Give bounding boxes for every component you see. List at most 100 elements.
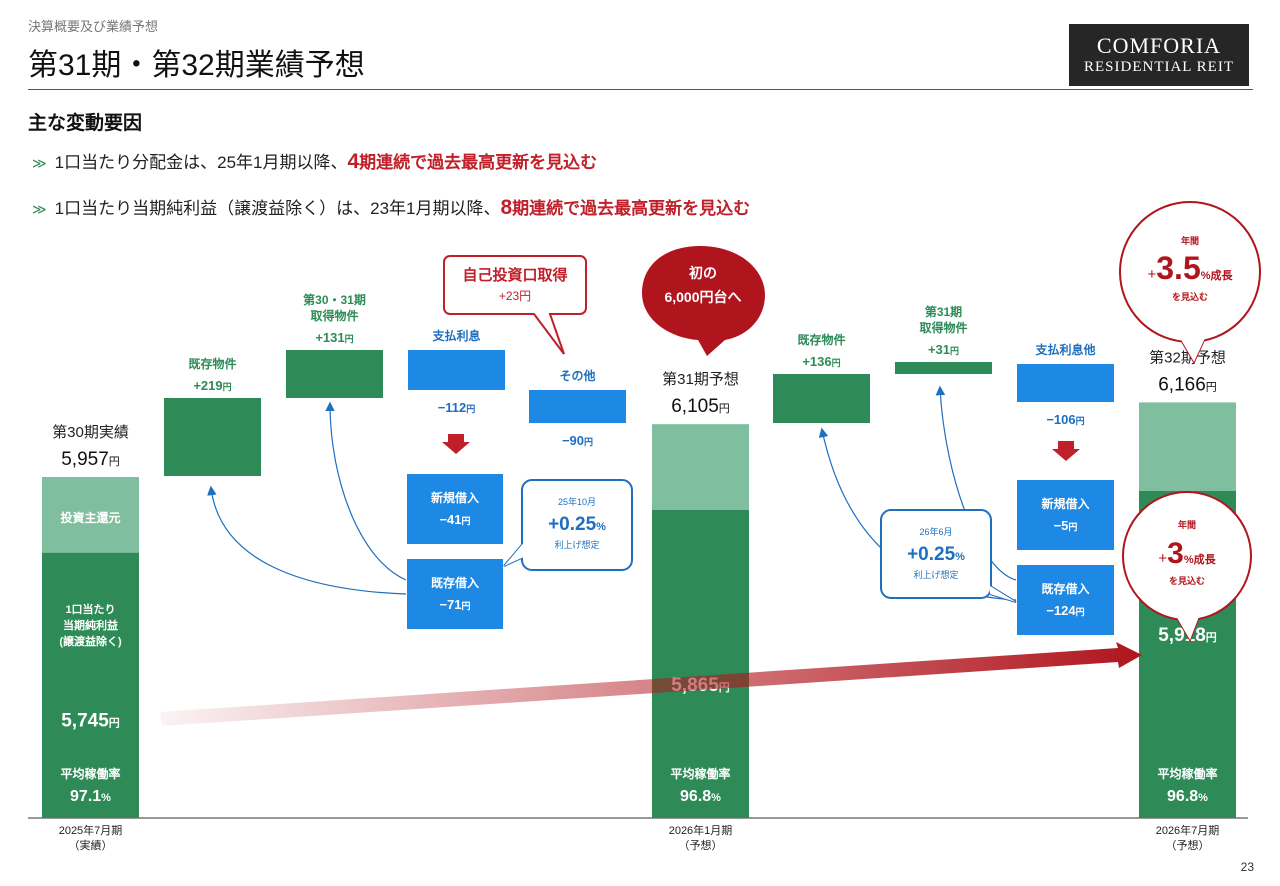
buyback-callout-title: 自己投資口取得 — [462, 266, 567, 284]
bar-eps-p30 — [42, 552, 139, 818]
page-title: 第31期・第32期業績予想 — [28, 49, 365, 82]
step32-bar-0 — [773, 374, 870, 423]
step32-label-1: 取得物件 — [919, 320, 967, 335]
title-divider — [28, 89, 1253, 90]
occupancy-value-p30: 97.1% — [70, 788, 111, 805]
down-arrow-icon — [442, 434, 470, 454]
step31-label-3: その他 — [559, 368, 595, 383]
step32-breakdown-value-1-unit: 円 — [1076, 607, 1085, 617]
step31-value-2-number: −112 — [438, 400, 467, 415]
step31-value-0: +219円 — [193, 378, 231, 393]
step32-breakdown-value-0: −5円 — [1054, 518, 1078, 533]
step32-value-0-unit: 円 — [832, 358, 841, 368]
rate-hike-callout-1-note: 利上げ想定 — [554, 539, 599, 550]
step31-breakdown-bar-0 — [407, 474, 503, 544]
step31-bar-2 — [408, 350, 505, 390]
step31-value-1-number: +131 — [315, 330, 344, 345]
step32-value-1-number: +31 — [928, 342, 950, 357]
step31-breakdown-value-0: −41円 — [439, 512, 470, 527]
occupancy-value-p32: 96.8% — [1167, 788, 1208, 805]
rate-hike-callout-2-value-number: +0.25 — [907, 544, 956, 565]
company-logo: COMFORIA RESIDENTIAL REIT — [1069, 24, 1249, 86]
rate-hike-callout-2-value: +0.25% — [907, 544, 965, 565]
annual-growth-callout-value-number: 3.5 — [1156, 250, 1200, 286]
step31-breakdown-bar-1 — [407, 559, 503, 629]
period-total-p32: 6,166円 — [1158, 374, 1217, 395]
rate-hike-callout-2 — [880, 509, 992, 599]
period-total-p30-unit: 円 — [109, 456, 120, 468]
period-total-p32-unit: 円 — [1206, 381, 1217, 393]
logo-subtitle: RESIDENTIAL REIT — [1083, 59, 1234, 75]
eps-label-p30: 当期純利益 — [63, 618, 118, 632]
x-tick-label-p30: 2025年7月期 — [59, 823, 123, 837]
first-6000-line2: 6,000円台へ — [664, 289, 741, 305]
summary-heading: 主な変動要因 — [28, 113, 143, 134]
x-tick-label-p32: 2026年7月期 — [1156, 823, 1220, 837]
step31-breakdown-label-0: 新規借入 — [431, 490, 479, 505]
rate-hike-callout-2-note: 利上げ想定 — [913, 569, 958, 580]
step32-breakdown-value-1-number: −124 — [1046, 603, 1076, 618]
section-label: 決算概要及び業績予想 — [28, 19, 159, 34]
connector-arrow-existing-property — [207, 485, 407, 595]
eps-growth-callout-top: 年間 — [1178, 519, 1196, 530]
page-number: 23 — [1240, 860, 1254, 874]
annual-growth-callout-plus: + — [1147, 266, 1156, 283]
rate-hike-callout-2-tail-fill — [990, 586, 1016, 602]
occupancy-value-p32-unit: % — [1198, 792, 1208, 804]
step31-label-1: 第30・31期 — [303, 292, 366, 307]
eps-value-p30: 5,745円 — [61, 711, 120, 732]
period-total-p31: 6,105円 — [671, 396, 730, 417]
logo-name: COMFORIA — [1096, 33, 1222, 58]
rate-hike-callout-2-value-unit: % — [955, 551, 965, 563]
bullet-highlight-text: 期連続で過去最高更新を見込む — [512, 199, 751, 218]
step31-value-0-unit: 円 — [223, 382, 232, 392]
rate-hike-callout-1-tail-fill — [504, 540, 526, 566]
annual-growth-callout-top: 年間 — [1181, 235, 1199, 246]
period-total-p31-unit: 円 — [719, 403, 730, 415]
eps-growth-callout-value: +3%成長 — [1158, 537, 1216, 570]
bar-shareholder-return-p31 — [652, 424, 749, 510]
bar-shareholder-return-p30 — [42, 477, 139, 553]
step32-value-1-unit: 円 — [950, 346, 959, 356]
bullet-text: 1口当たり当期純利益（譲渡益除く）は、23年1月期以降、 — [54, 199, 501, 218]
buyback-callout — [443, 255, 587, 355]
eps-growth-callout-bottom: を見込む — [1169, 575, 1205, 586]
rate-hike-callout-1 — [521, 479, 633, 571]
step32-value-0: +136円 — [802, 354, 840, 369]
first-6000-line1: 初の — [689, 265, 717, 281]
step31-breakdown-label-1: 既存借入 — [431, 575, 479, 590]
step31-label-2: 支払利息 — [431, 328, 480, 343]
step32-breakdown-value-0-unit: 円 — [1068, 522, 1077, 532]
step31-bar-1 — [286, 350, 383, 398]
connector-arrow-acquired-property — [325, 401, 407, 581]
step32-bar-2 — [1017, 364, 1114, 402]
summary-bullet-eps: ≫1口当たり当期純利益（譲渡益除く）は、23年1月期以降、8期連続で過去最高更新… — [32, 194, 750, 220]
step32-breakdown-value-1: −124円 — [1046, 603, 1084, 618]
rate-hike-callout-1-value: +0.25% — [548, 514, 606, 535]
step31-breakdown-value-1: −71円 — [439, 597, 470, 612]
bullet-highlight-text: 期連続で過去最高更新を見込む — [359, 153, 598, 172]
step31-value-1-unit: 円 — [345, 334, 354, 344]
occupancy-value-p30-unit: % — [101, 792, 111, 804]
step31-bar-3 — [529, 390, 626, 423]
step31-value-2: −112円 — [438, 400, 476, 415]
rate-hike-callout-1-value-unit: % — [596, 521, 606, 533]
x-tick-label-p31: 2026年1月期 — [669, 823, 733, 837]
eps-growth-callout-tail-fill — [1176, 614, 1200, 640]
step31-value-3-number: −90 — [562, 433, 584, 448]
eps-value-p30-number: 5,745 — [61, 711, 109, 732]
period-title-p31: 第31期予想 — [662, 370, 739, 388]
eps-value-p32-unit: 円 — [1206, 631, 1217, 644]
bullet-highlight-number: 8 — [500, 196, 513, 219]
step31-breakdown-value-1-number: −71 — [439, 597, 461, 612]
eps-growth-callout-plus: + — [1158, 550, 1167, 567]
period-total-p32-number: 6,166 — [1158, 374, 1206, 395]
x-tick-label-p31: （予想） — [679, 838, 723, 852]
step31-value-3-unit: 円 — [584, 437, 593, 447]
step31-value-2-unit: 円 — [466, 404, 475, 414]
return-label-p30: 投資主還元 — [60, 510, 120, 525]
period-total-p30-number: 5,957 — [61, 449, 109, 470]
step32-value-0-number: +136 — [802, 354, 831, 369]
eps-growth-callout-value-number: 3 — [1167, 537, 1184, 570]
